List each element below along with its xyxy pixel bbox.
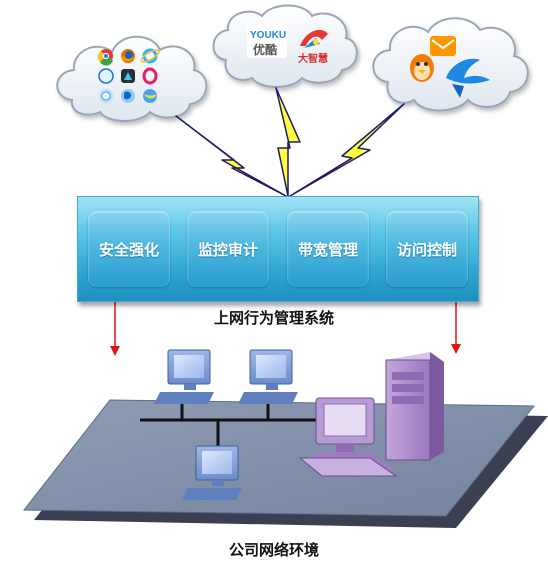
chrome-icon [97,49,113,66]
arrow-right [451,302,461,354]
firefox-icon [121,49,135,63]
browser-icons [97,48,160,103]
qq-penguin-icon [410,54,434,82]
arrow-left [110,302,120,356]
maxthon-icon [121,69,135,83]
monitoring-audit-button[interactable]: 监控审计 [187,211,269,287]
opera-icon [142,67,158,85]
theworld-icon [121,89,135,103]
workstation-3 [182,445,242,500]
security-hardening-button[interactable]: 安全强化 [88,211,170,287]
network-cables [140,404,318,446]
qqmail-icon [430,36,456,56]
360-browser-icon [143,89,157,103]
server [298,352,444,477]
sogou-icon [99,89,113,103]
ie-icon [140,48,160,64]
youku-logo: YOUKU 优酷 [247,24,287,58]
cloud-apps [372,17,529,112]
bandwidth-management-button[interactable]: 带宽管理 [287,211,369,287]
svg-text:YOUKU: YOUKU [250,30,286,41]
svg-text:大智慧: 大智慧 [298,52,328,65]
lightning-right [289,103,405,197]
svg-text:优酷: 优酷 [253,42,277,57]
safari-icon [98,68,114,84]
dazhihui-logo: 大智慧 [298,30,328,65]
access-control-button[interactable]: 访问控制 [386,211,468,287]
workstation-2 [238,349,298,404]
network-caption: 公司网络环境 [228,541,319,559]
lightning-left [175,115,287,197]
behavior-management-panel: 安全强化 监控审计 带宽管理 访问控制 [77,196,479,302]
system-caption: 上网行为管理系统 [213,309,334,327]
workstation-1 [154,349,214,404]
feixin-bird-icon [446,58,490,98]
lightning-middle [275,87,301,197]
